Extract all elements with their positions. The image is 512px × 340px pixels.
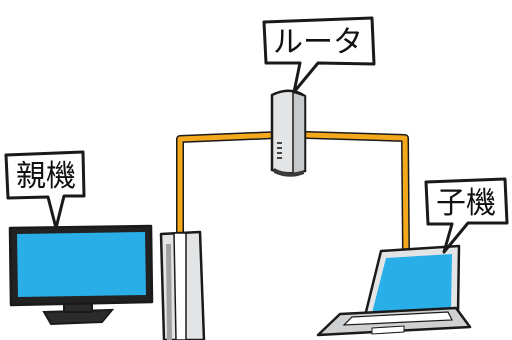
router-callout: ルータ — [264, 18, 374, 92]
router-label: ルータ — [273, 25, 363, 60]
child-label: 子機 — [436, 186, 496, 221]
monitor-icon — [10, 226, 152, 324]
child-callout: 子機 — [426, 179, 507, 252]
router-icon — [272, 91, 305, 177]
parent-callout: 親機 — [6, 152, 84, 228]
pc-tower-icon — [161, 232, 204, 340]
parent-label: 親機 — [16, 159, 76, 194]
laptop-icon — [318, 246, 470, 335]
